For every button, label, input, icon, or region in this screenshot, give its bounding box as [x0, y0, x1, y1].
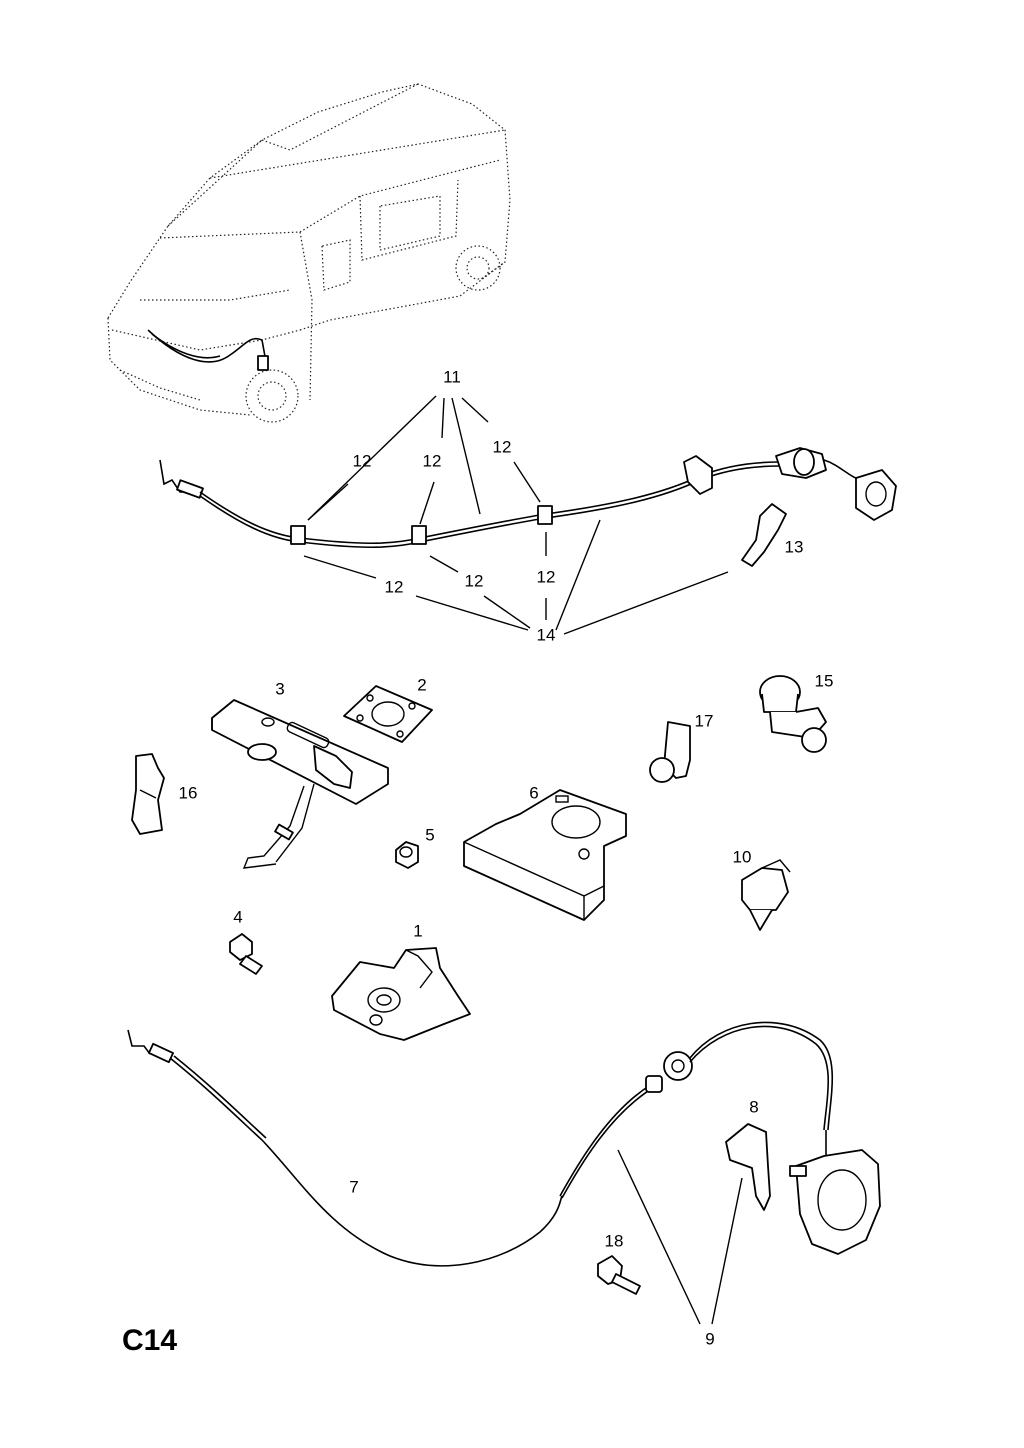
page-code: C14	[122, 1324, 177, 1357]
part-2-gasket	[343, 685, 433, 743]
part-5-nut	[395, 841, 419, 869]
callout-11: 11	[443, 367, 461, 386]
cable-clip-1	[290, 525, 306, 545]
callout-10: 10	[733, 847, 752, 866]
callout-14: 14	[537, 625, 556, 644]
callout-17: 17	[695, 711, 714, 730]
callout-12: 12	[353, 451, 372, 470]
part-3-lock-bracket	[211, 699, 389, 869]
part-18-screw	[597, 1255, 641, 1295]
callout-18: 18	[605, 1231, 624, 1250]
part-13-handle	[741, 503, 787, 567]
callout-12: 12	[493, 437, 512, 456]
callout-12: 12	[385, 577, 404, 596]
callout-3: 3	[275, 679, 284, 698]
part-6-housing	[463, 789, 627, 921]
part-8-lever	[725, 1123, 771, 1211]
callout-9: 9	[705, 1329, 714, 1348]
callout-12: 12	[423, 451, 442, 470]
van-illustration	[107, 83, 511, 423]
release-cable-assembly	[159, 447, 897, 549]
callout-12: 12	[465, 571, 484, 590]
callout-12: 12	[537, 567, 556, 586]
callout-2: 2	[417, 675, 426, 694]
cable-handle-housing	[789, 1149, 881, 1255]
callout-labels: 11 12 12 12 12 12 12 14 13 3 2 15 17 16 …	[179, 367, 834, 1348]
callout-1: 1	[413, 921, 422, 940]
cable-grommet	[683, 455, 713, 495]
release-cable-7	[127, 1021, 834, 1267]
part-4-screw	[229, 933, 263, 975]
part-10-retainer	[741, 859, 791, 931]
cable-clip-3	[537, 505, 553, 525]
part-1-latch	[331, 947, 471, 1041]
callout-6: 6	[529, 783, 538, 802]
part-15-buffer	[759, 675, 827, 753]
leader-lines	[303, 395, 743, 1325]
callout-5: 5	[425, 825, 434, 844]
callout-4: 4	[233, 907, 242, 926]
callout-7: 7	[349, 1177, 358, 1196]
callout-15: 15	[815, 671, 834, 690]
cable-clip-2	[411, 525, 427, 545]
callout-13: 13	[785, 537, 804, 556]
callout-8: 8	[749, 1097, 758, 1116]
callout-16: 16	[179, 783, 198, 802]
part-17-clip	[649, 721, 691, 783]
